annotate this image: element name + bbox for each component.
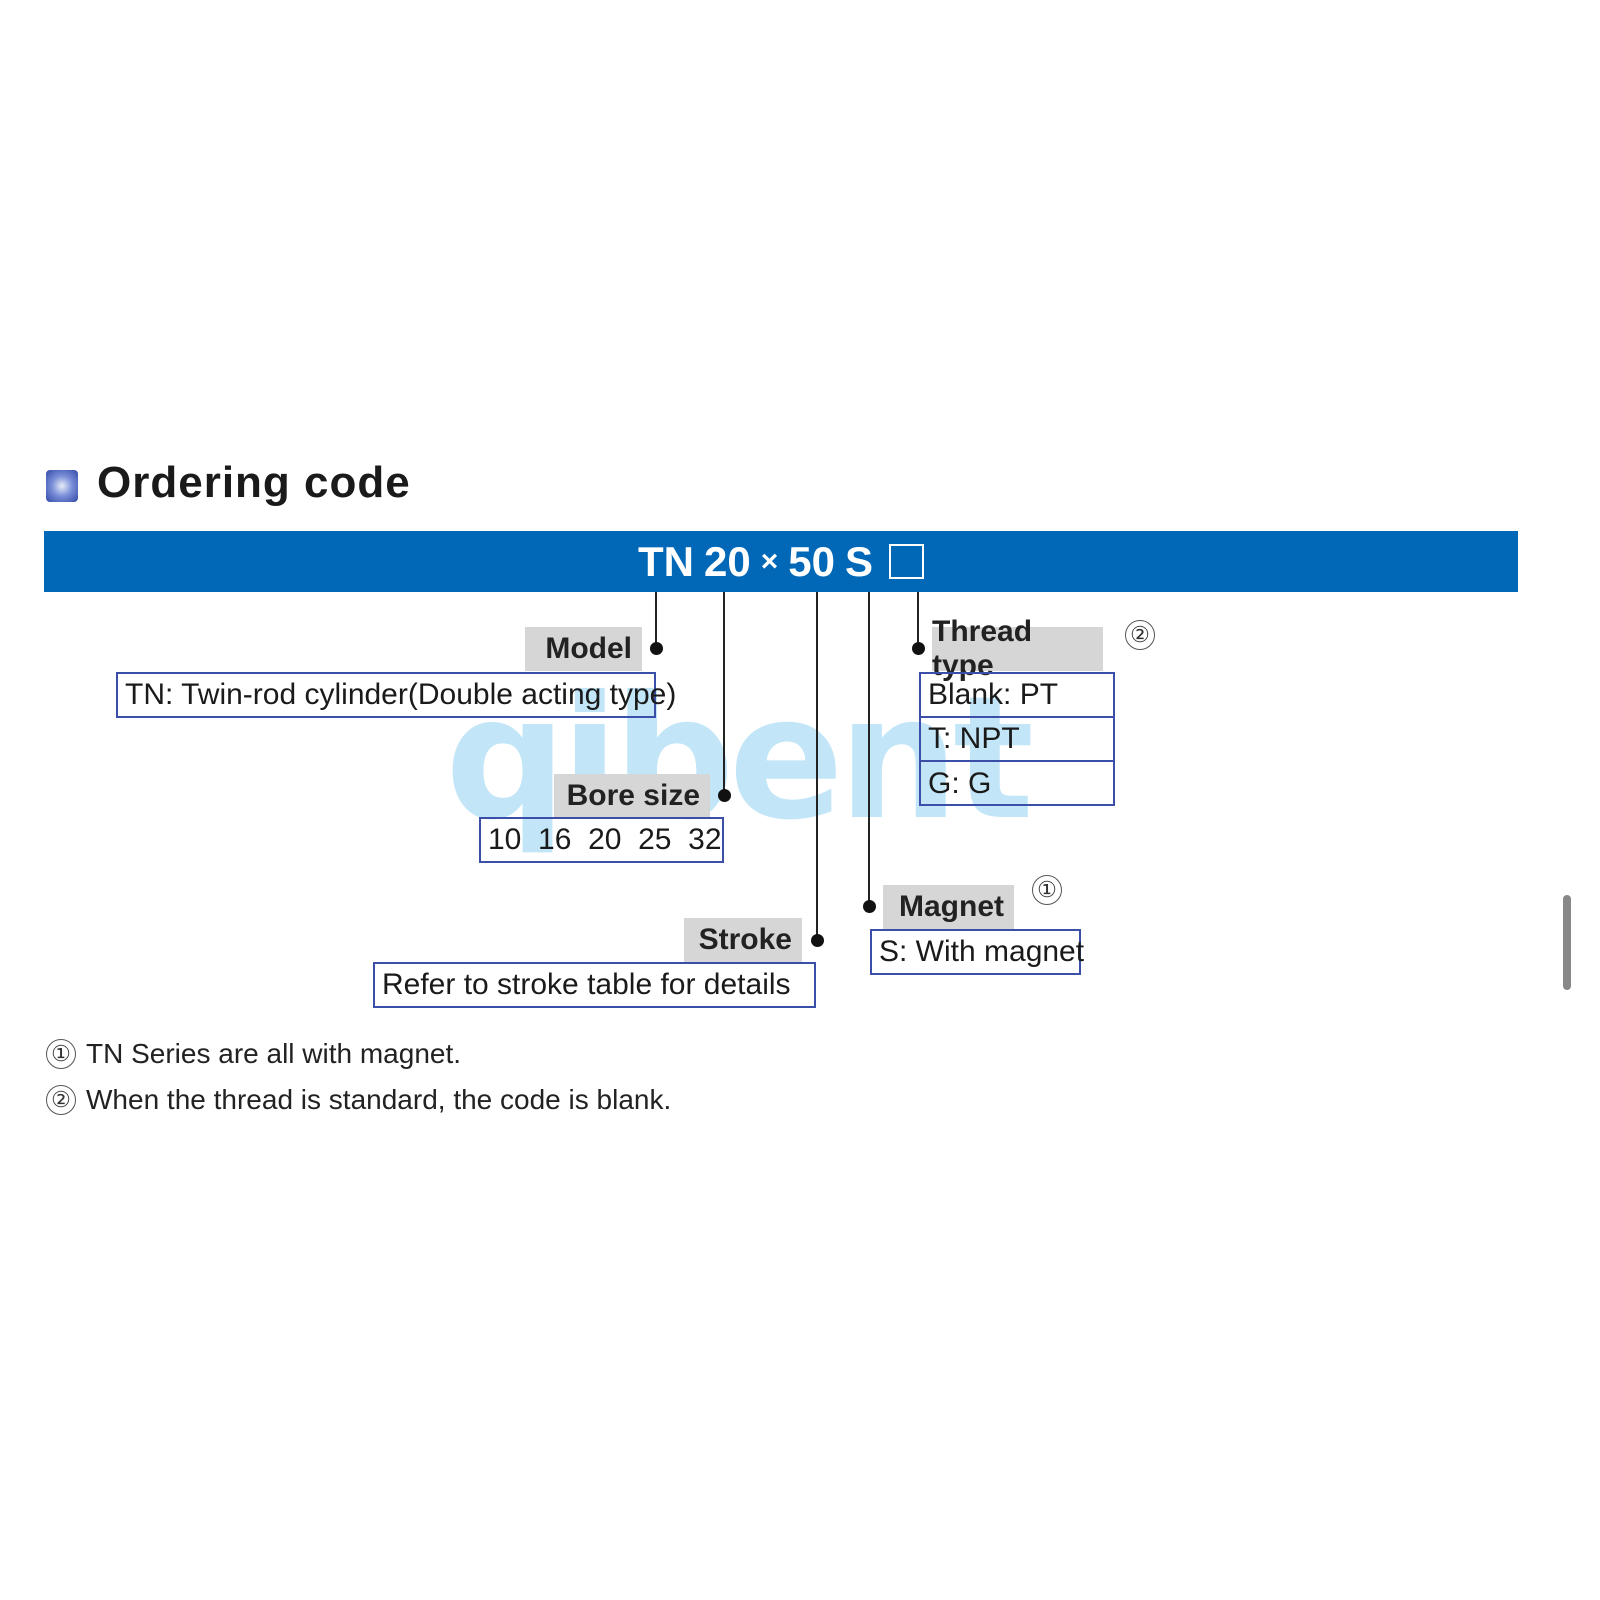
- code-bar: [44, 531, 1518, 592]
- bore-values: 10 16 20 25 32: [479, 817, 724, 863]
- thread-label: Thread type: [932, 615, 1103, 682]
- stroke-label: Stroke: [684, 918, 802, 962]
- code-thread-blank: [888, 544, 924, 579]
- bore-label: Bore size: [554, 774, 710, 818]
- note-2: ② When the thread is standard, the code …: [46, 1084, 671, 1116]
- watermark: qibent: [445, 660, 1034, 858]
- leader-stroke: [816, 592, 818, 940]
- note-number: ②: [46, 1085, 76, 1115]
- section-title: Ordering code: [97, 458, 411, 507]
- code-magnet: S: [844, 537, 873, 585]
- code-bore: 20: [704, 537, 751, 585]
- leader-bore: [723, 592, 725, 795]
- dot-model: [650, 642, 663, 655]
- dot-bore: [718, 789, 731, 802]
- model-value: TN: Twin-rod cylinder(Double acting type…: [116, 672, 676, 718]
- dot-magnet: [863, 900, 876, 913]
- thread-option: Blank: PT: [921, 674, 1113, 718]
- thread-option: G: G: [928, 767, 992, 800]
- code-stroke: 50: [788, 537, 835, 585]
- scrollbar[interactable]: [1563, 895, 1571, 990]
- thread-note-ref: ②: [1125, 620, 1155, 650]
- leader-model: [655, 592, 657, 648]
- magnet-value: S: With magnet: [870, 929, 1084, 975]
- thread-options-table: Blank: PT T: NPT G: G: [919, 672, 1115, 806]
- note-text: When the thread is standard, the code is…: [86, 1084, 672, 1115]
- square-bullet-icon: [46, 470, 78, 502]
- stroke-value: Refer to stroke table for details: [373, 962, 816, 1008]
- magnet-label: Magnet: [883, 885, 1014, 929]
- code-times: ×: [760, 544, 779, 578]
- model-label: Model: [525, 627, 642, 671]
- note-text: TN Series are all with magnet.: [86, 1038, 462, 1069]
- thread-option: T: NPT: [921, 718, 1113, 762]
- note-1: ① TN Series are all with magnet.: [46, 1038, 461, 1070]
- magnet-note-ref: ①: [1032, 875, 1062, 905]
- dot-thread: [912, 642, 925, 655]
- dot-stroke: [811, 934, 824, 947]
- ordering-code: TN 20 × 50 S: [0, 531, 1562, 592]
- note-number: ①: [46, 1039, 76, 1069]
- code-model: TN: [638, 537, 694, 585]
- leader-thread: [917, 592, 919, 648]
- leader-magnet: [868, 592, 870, 906]
